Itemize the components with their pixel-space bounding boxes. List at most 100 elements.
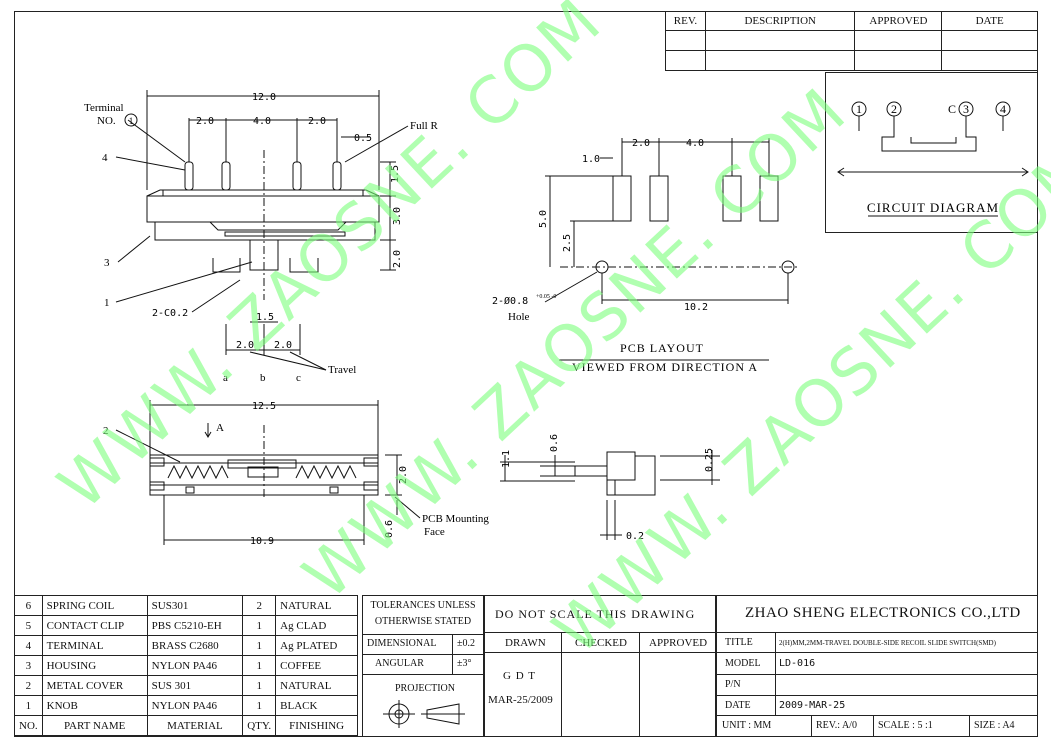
bom-cell-finish: Ag CLAD [275, 615, 358, 636]
dim-center: 4.0 [253, 116, 271, 127]
dim-pad-offset: 2.5 [562, 234, 573, 252]
checked-label: CHECKED [575, 637, 627, 649]
angular-label: ANGULAR [375, 658, 424, 669]
bom-cell-part: KNOB [41, 695, 148, 716]
pin-c-label: C [948, 102, 956, 116]
engineering-drawing: Terminal NO. 1 Full R 12.0 2.0 4.0 2.0 0… [84, 90, 800, 547]
tolerances-title-2: OTHERWISE STATED [374, 616, 472, 627]
dim-height-3: 2.0 [392, 250, 403, 268]
bom-cell-part: TERMINAL [41, 635, 148, 656]
dim-end-b: 0.6 [549, 434, 560, 452]
bom-header-finish: FINISHING [275, 715, 358, 736]
bom-cell-qty: 2 [242, 595, 277, 616]
dim-pitch-2: 2.0 [308, 116, 326, 127]
approved-label: APPROVED [649, 637, 708, 649]
scale-label: SCALE : 5 :1 [878, 720, 933, 731]
title-block: ZHAO SHENG ELECTRONICS CO.,LTD TITLE 2(H… [716, 595, 1038, 737]
rev-label: REV.: A/0 [816, 720, 857, 731]
approved-header: APPROVED [854, 11, 943, 31]
bom-header-qty: QTY. [242, 715, 277, 736]
dim-pad-pitch: 2.0 [632, 138, 650, 149]
dim-overall-width: 12.0 [252, 92, 276, 103]
pn-label: P/N [725, 679, 741, 690]
dim-terminal-width: 0.5 [354, 133, 372, 144]
full-r-label: Full R [410, 120, 438, 132]
drawn-date: MAR-25/2009 [488, 694, 553, 706]
direction-a-label: A [216, 422, 224, 434]
pin-3-label: 3 [963, 102, 969, 116]
dim-height-2: 3.0 [392, 207, 403, 225]
revision-table: REV. DESCRIPTION APPROVED DATE [665, 11, 1038, 71]
callout-3: 3 [104, 257, 110, 269]
bom-cell-material: PBS C5210-EH [146, 615, 244, 636]
dim-pad-height: 5.0 [538, 210, 549, 228]
dim-end-c: 0.25 [704, 448, 715, 472]
tolerances-block: TOLERANCES UNLESS OTHERWISE STATED DIMEN… [362, 595, 484, 737]
dim-chamfer: 2-C0.2 [152, 308, 188, 319]
bom-cell-qty: 1 [242, 675, 277, 696]
callout-4: 4 [102, 152, 108, 164]
position-b: b [260, 372, 266, 384]
bom-cell-finish: Ag PLATED [275, 635, 358, 656]
bom-cell-material: BRASS C2680 [146, 635, 244, 656]
bom-cell-no: 6 [14, 595, 43, 616]
travel-label: Travel [328, 364, 356, 376]
bom-cell-finish: NATURAL [275, 675, 358, 696]
bom-header-no: NO. [14, 715, 43, 736]
pcb-layout-subtitle: VIEWED FROM DIRECTION A [572, 360, 758, 374]
approvals-block: DO NOT SCALE THIS DRAWING DRAWN CHECKED … [484, 595, 716, 737]
size-label: SIZE : A4 [974, 720, 1015, 731]
unit-label: UNIT : MM [722, 720, 772, 731]
dim-pad-center: 4.0 [686, 138, 704, 149]
drawn-by: G D T [503, 670, 536, 682]
bom-cell-no: 1 [14, 695, 43, 716]
projection-symbol-icon [383, 700, 465, 728]
pin-4-label: 4 [1000, 102, 1006, 116]
dim-travel-1: 2.0 [236, 340, 254, 351]
bom-cell-qty: 1 [242, 615, 277, 636]
dim-end-d: 0.2 [626, 531, 644, 542]
bom-cell-part: HOUSING [41, 655, 148, 676]
bom-header-material: MATERIAL [146, 715, 244, 736]
bom-cell-material: SUS 301 [146, 675, 244, 696]
bom-cell-no: 5 [14, 615, 43, 636]
hole-tolerance: +0.05 -0 [536, 294, 556, 300]
pcb-mounting-label: PCB Mounting [422, 513, 489, 525]
bom-cell-qty: 1 [242, 655, 277, 676]
pcb-layout-title: PCB LAYOUT [620, 341, 704, 355]
dim-side-overall: 12.5 [252, 401, 276, 412]
bom-cell-part: METAL COVER [41, 675, 148, 696]
dim-pitch-1: 2.0 [196, 116, 214, 127]
terminal-label: Terminal [84, 102, 124, 114]
terminal-no-label: NO. [97, 115, 116, 127]
bom-cell-no: 4 [14, 635, 43, 656]
dim-side-height: 2.0 [398, 466, 409, 484]
dim-travel-2: 2.0 [274, 340, 292, 351]
date-value: 2009-MAR-25 [779, 700, 846, 711]
drawn-label: DRAWN [505, 637, 546, 649]
position-c: c [296, 372, 301, 384]
bom-cell-material: NYLON PA46 [146, 695, 244, 716]
hole-label: Hole [508, 311, 530, 323]
dim-height-1: 1.5 [390, 165, 401, 183]
title-value: 2(H)MM,2MM-TRAVEL DOUBLE-SIDE RECOIL SLI… [779, 639, 996, 647]
dim-end-a: 1.1 [501, 450, 512, 468]
dim-pad-width: 1.0 [582, 154, 600, 165]
side-callout-2: 2 [103, 425, 109, 437]
bom-cell-finish: BLACK [275, 695, 358, 716]
dim-side-base: 10.9 [250, 536, 274, 547]
bom-cell-part: SPRING COIL [41, 595, 148, 616]
bom-cell-material: SUS301 [146, 595, 244, 616]
pin-2-label: 2 [891, 102, 897, 116]
bom-cell-material: NYLON PA46 [146, 655, 244, 676]
angular-value: ±3° [457, 658, 472, 669]
model-value: LD-016 [779, 658, 816, 669]
bom-cell-no: 3 [14, 655, 43, 676]
dim-hole-span: 10.2 [684, 302, 708, 313]
bom-header-part: PART NAME [41, 715, 148, 736]
